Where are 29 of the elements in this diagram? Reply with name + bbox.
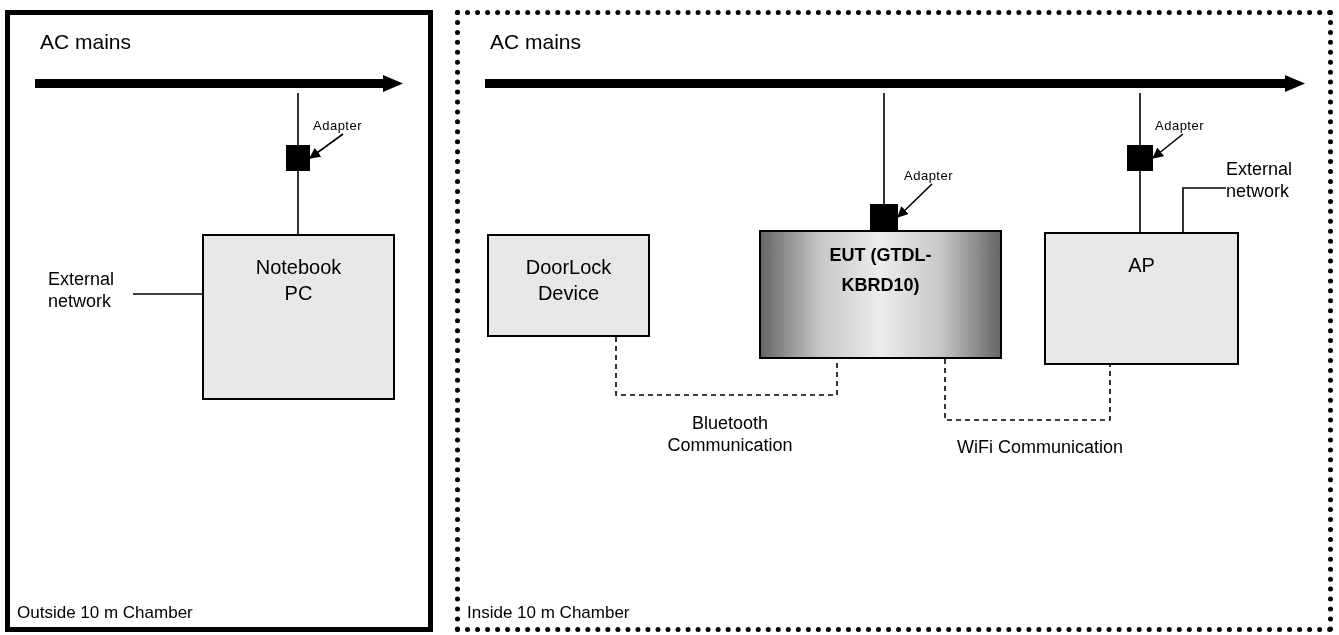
connector-line — [132, 293, 203, 295]
connector-line — [1139, 170, 1141, 233]
network-label: External network — [48, 268, 133, 314]
connector-line — [897, 183, 933, 218]
adapter-label: Adapter — [904, 168, 966, 184]
connector-line — [297, 170, 299, 235]
device-box: AP — [1044, 232, 1239, 365]
chamber-label: Inside 10 m Chamber — [467, 603, 630, 623]
chamber-label: Outside 10 m Chamber — [17, 603, 193, 623]
connector-line — [1139, 92, 1141, 146]
adapter-label: Adapter — [313, 118, 375, 134]
connector-line — [1152, 133, 1184, 159]
device-box: EUT (GTDL-KBRD10) — [759, 230, 1002, 359]
chamber-boundary — [5, 10, 433, 632]
bus-label: AC mains — [40, 30, 132, 54]
connector-line — [883, 92, 885, 205]
connector-line — [309, 133, 344, 159]
dashed-connector — [615, 336, 838, 396]
adapter-label: Adapter — [1155, 118, 1217, 134]
bus-label: AC mains — [490, 30, 582, 54]
connector-line — [1182, 187, 1227, 233]
device-box: Notebook PC — [202, 234, 395, 400]
adapter-block — [1127, 145, 1153, 171]
network-label: External network — [1226, 158, 1316, 204]
device-box: DoorLock Device — [487, 234, 650, 337]
connector-line — [297, 92, 299, 146]
adapter-block — [286, 145, 310, 171]
dashed-connector — [944, 358, 1111, 421]
adapter-block — [870, 204, 898, 230]
